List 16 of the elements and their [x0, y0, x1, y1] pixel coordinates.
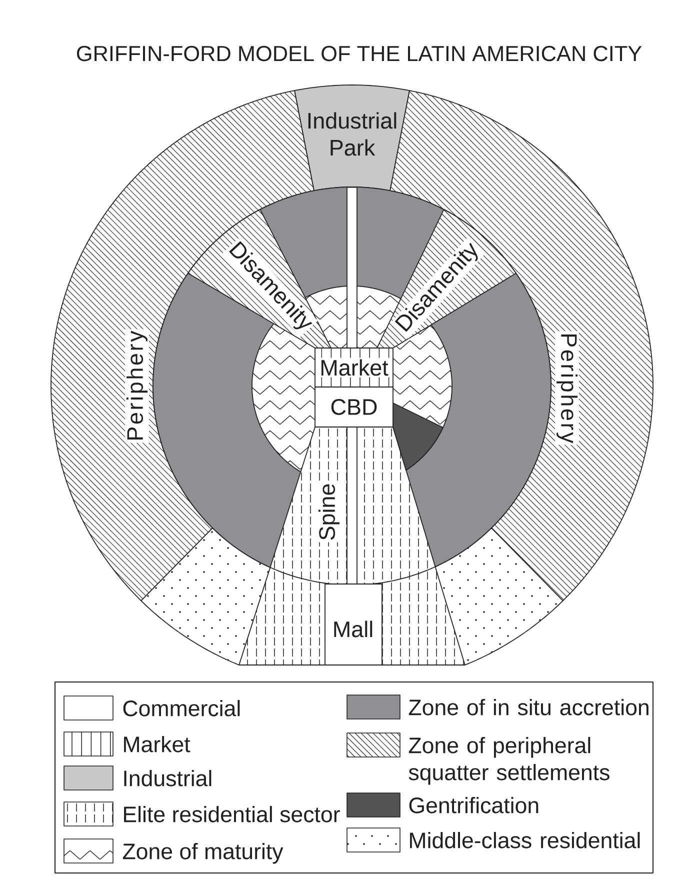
legend-label: Zone of peripheral squatter settlements	[408, 736, 610, 785]
legend-label: Commercial	[123, 700, 240, 716]
node-label: Periphery	[126, 330, 148, 440]
title: GRIFFIN-FORD MODEL OF THE LATIN AMERICAN CITY	[76, 46, 642, 62]
legend-label: Zone of in situ accretion	[408, 698, 648, 716]
zone-box: CBD	[314, 386, 394, 428]
legend-label: Elite residential sector	[124, 806, 340, 822]
legend-label: Gentrification	[409, 796, 538, 814]
legend-label: Industrial	[124, 770, 212, 786]
ring-sector: Industrial Park	[294, 84, 410, 192]
node-label: Periphery	[556, 334, 578, 444]
zone-box: Market	[314, 348, 394, 388]
zone-box: Mall	[324, 584, 382, 666]
legend-label: Zone of maturity	[122, 842, 284, 864]
legend-label: Middle-class residential	[410, 832, 640, 848]
legend-label: Market	[124, 736, 190, 752]
